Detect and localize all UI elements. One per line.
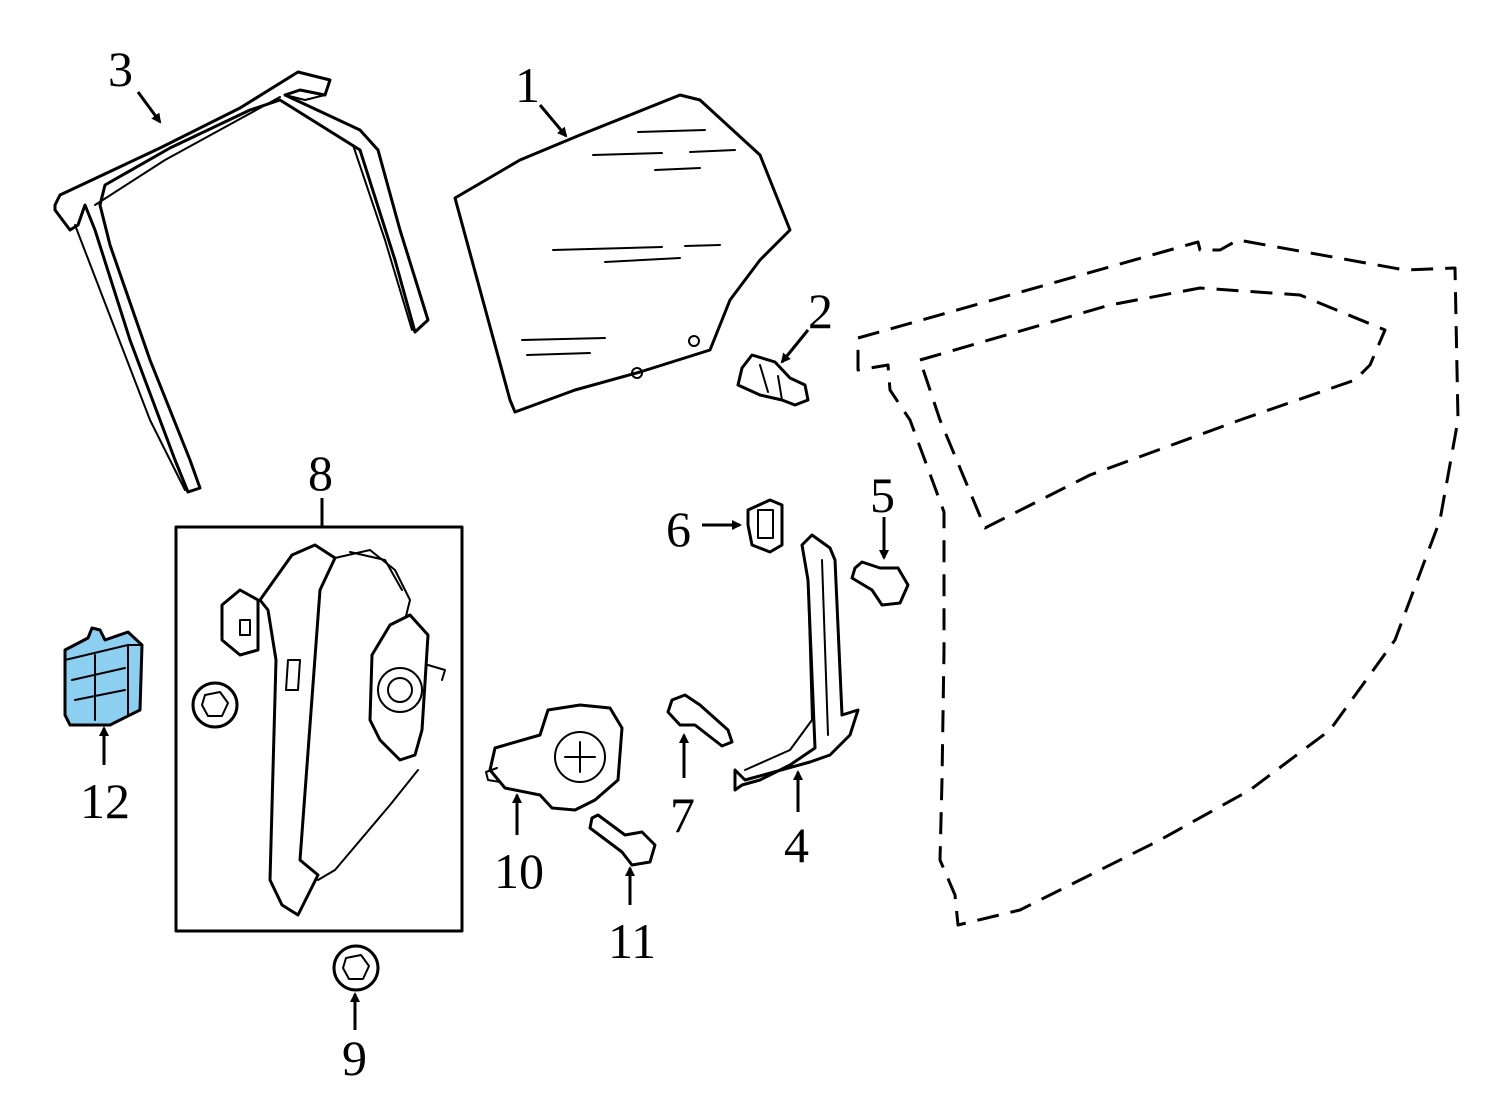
control-module-icon[interactable] [63,626,144,727]
callout-12: 12 [80,773,130,829]
regulator-motor-icon[interactable] [485,703,624,812]
callout-10: 10 [494,843,544,899]
callout-9: 9 [342,1030,367,1086]
leader-lines [99,91,889,1030]
callout-4: 4 [784,817,809,873]
callout-labels: 1 2 3 4 5 6 7 8 9 10 11 12 [80,41,895,1086]
callout-5: 5 [870,467,895,523]
guide-rail-icon[interactable] [733,533,860,792]
callout-1: 1 [515,57,540,113]
nut-icon[interactable] [191,681,239,729]
door-outline [856,238,1460,927]
callout-11: 11 [608,913,656,969]
nut-icon[interactable] [332,944,380,992]
glass-clip-icon[interactable] [736,353,810,407]
callout-8: 8 [308,445,333,501]
clip-icon[interactable] [746,498,784,554]
callout-3: 3 [108,41,133,97]
run-channel-icon[interactable] [53,70,430,494]
module-body [63,626,144,727]
door-glass-icon[interactable] [453,93,792,414]
bolt-icon[interactable] [850,560,910,607]
callout-2: 2 [808,283,833,339]
callout-7: 7 [670,787,695,843]
bolt-icon[interactable] [666,693,734,748]
callout-6: 6 [666,501,691,557]
window-regulator-icon[interactable] [174,525,464,933]
bolt-icon[interactable] [588,813,657,867]
